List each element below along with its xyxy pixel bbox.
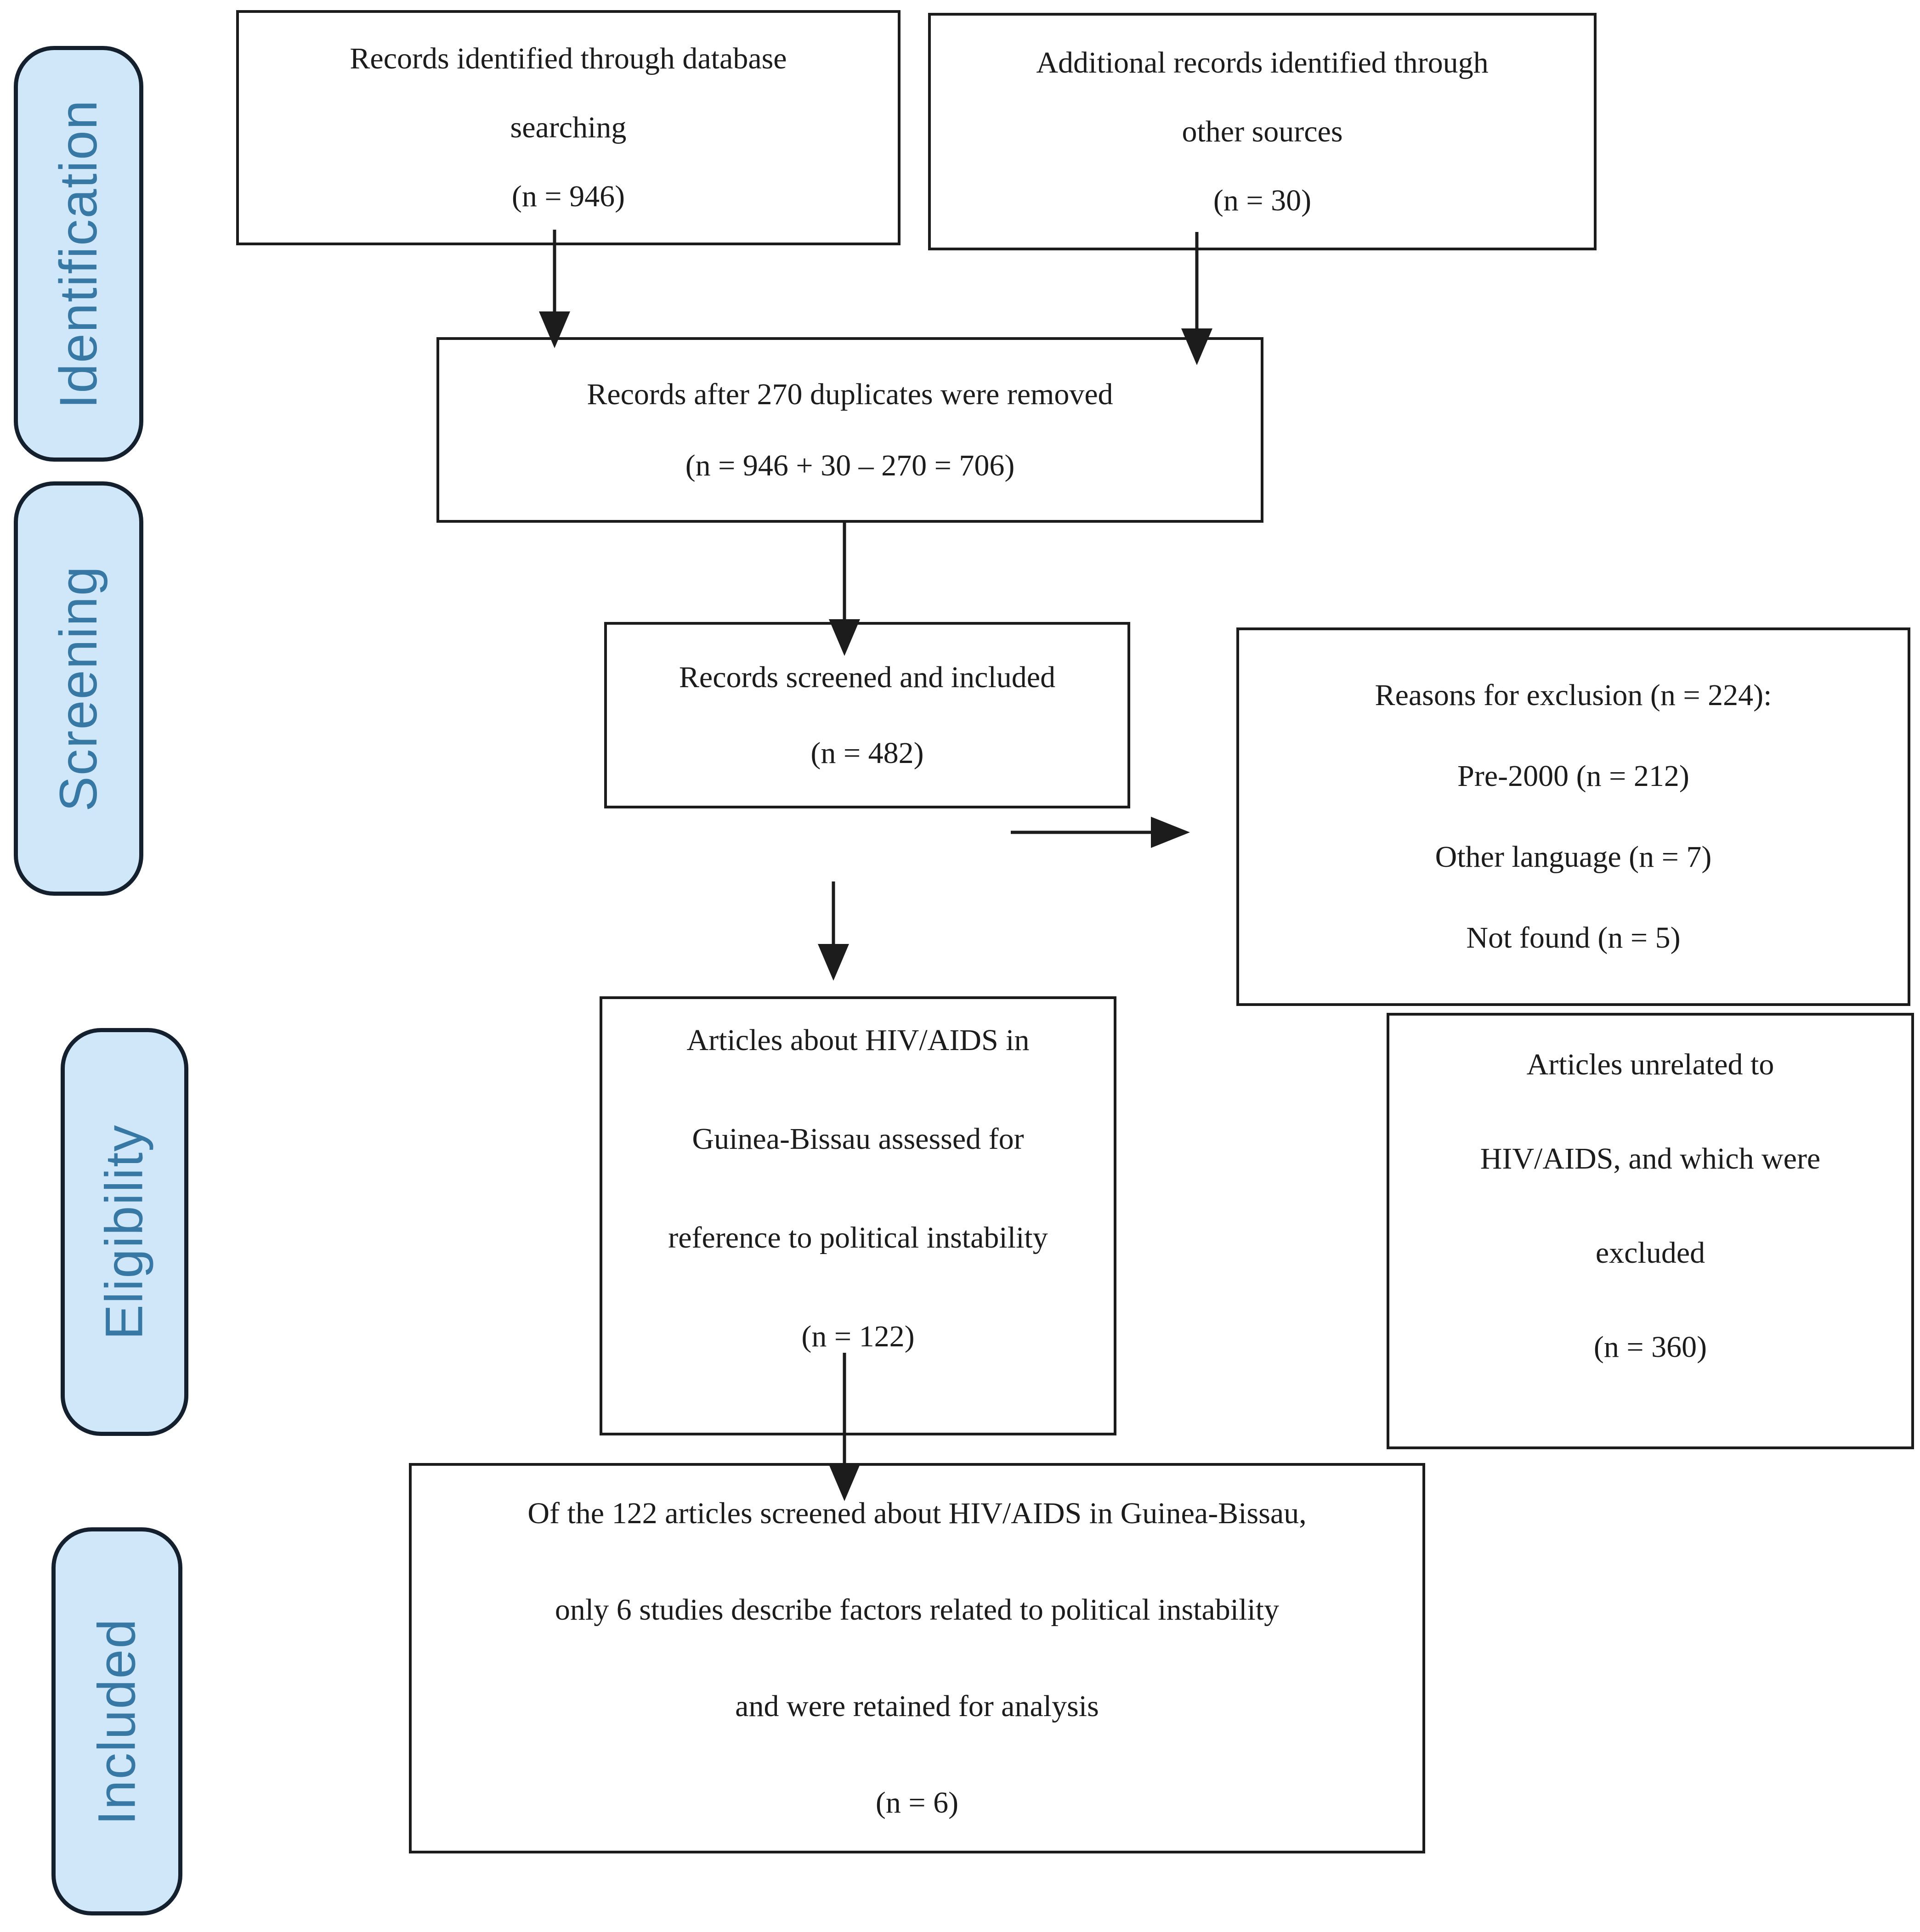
box-text-line: only 6 studies describe factors related … — [555, 1593, 1280, 1627]
stage-label-identification: Identification — [14, 46, 143, 462]
box-articles-unrelated-excluded: Articles unrelated to HIV/AIDS, and whic… — [1387, 1013, 1914, 1449]
box-text-line: Articles unrelated to — [1526, 1048, 1774, 1081]
box-count-line: (n = 946 + 30 – 270 = 706) — [685, 449, 1015, 482]
box-studies-retained-for-analysis: Of the 122 articles screened about HIV/A… — [409, 1463, 1425, 1853]
box-count-line: (n = 482) — [810, 736, 924, 770]
box-records-after-duplicates-removed: Records after 270 duplicates were remove… — [436, 337, 1263, 523]
box-count-line: (n = 360) — [1593, 1330, 1707, 1364]
box-text-line: Reasons for exclusion (n = 224): — [1375, 678, 1772, 712]
box-text-line: HIV/AIDS, and which were — [1480, 1142, 1821, 1175]
box-text-line: Records screened and included — [679, 661, 1056, 694]
box-text-line: Records identified through database — [350, 42, 787, 75]
arrow-database-to-dedup-icon — [539, 230, 570, 348]
box-reasons-for-exclusion: Reasons for exclusion (n = 224): Pre-200… — [1236, 627, 1910, 1006]
box-text-line: Not found (n = 5) — [1466, 921, 1681, 955]
arrow-screened-to-reasons-icon — [1011, 817, 1190, 848]
box-count-line: (n = 946) — [511, 180, 625, 213]
box-text-line: Articles about HIV/AIDS in — [686, 1023, 1030, 1057]
box-text-line: Guinea-Bissau assessed for — [692, 1122, 1024, 1156]
box-text-line: Pre-2000 (n = 212) — [1457, 759, 1689, 793]
arrow-screened-to-eligibility-icon — [818, 881, 849, 981]
stage-label-included: Included — [51, 1527, 182, 1915]
box-text-line: Of the 122 articles screened about HIV/A… — [527, 1497, 1307, 1530]
box-count-line: (n = 122) — [801, 1320, 915, 1353]
box-text-line: reference to political instability — [668, 1221, 1048, 1254]
box-articles-assessed-eligibility: Articles about HIV/AIDS in Guinea-Bissau… — [600, 996, 1116, 1435]
box-text-line: Records after 270 duplicates were remove… — [587, 378, 1113, 411]
box-count-line: (n = 30) — [1213, 183, 1312, 217]
box-records-screened-included: Records screened and included (n = 482) — [604, 622, 1130, 808]
stage-label-included-text: Included — [87, 1618, 147, 1825]
box-additional-records-other-sources: Additional records identified through ot… — [928, 13, 1597, 250]
box-text-line: searching — [510, 111, 627, 144]
box-text-line: Other language (n = 7) — [1435, 840, 1712, 874]
stage-label-eligibility: Eligibility — [61, 1028, 188, 1436]
stage-label-screening-text: Screening — [49, 565, 108, 812]
box-text-line: Additional records identified through — [1036, 45, 1489, 79]
box-records-database-searching: Records identified through database sear… — [236, 10, 901, 245]
box-text-line: and were retained for analysis — [735, 1689, 1099, 1723]
box-text-line: other sources — [1182, 114, 1343, 148]
stage-label-eligibility-text: Eligibility — [95, 1124, 154, 1340]
box-text-line: excluded — [1595, 1236, 1705, 1270]
stage-label-screening: Screening — [14, 481, 143, 896]
stage-label-identification-text: Identification — [49, 99, 108, 409]
box-count-line: (n = 6) — [875, 1786, 959, 1819]
